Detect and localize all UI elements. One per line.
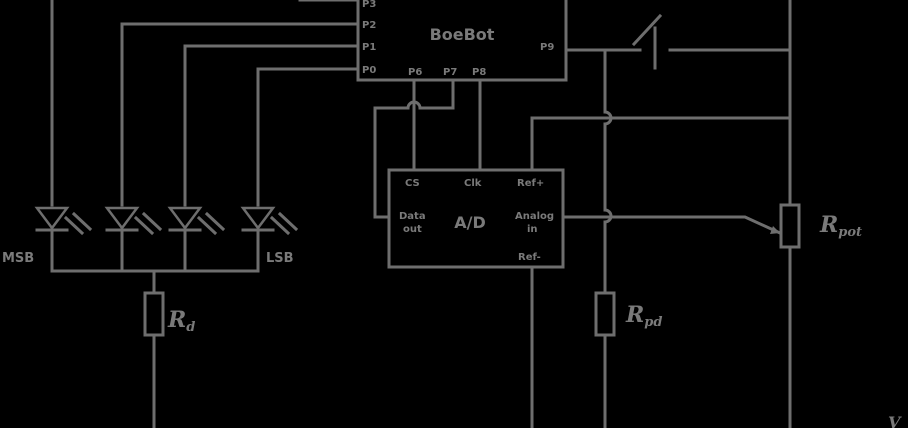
pin-p8: P8 xyxy=(472,67,486,78)
adc-title: A/D xyxy=(454,213,486,232)
pin-p1: P1 xyxy=(362,42,376,53)
led-bus-wires xyxy=(50,0,360,207)
adc-cs: CS xyxy=(405,178,420,189)
led-array xyxy=(34,206,299,273)
switch-circuit xyxy=(564,0,792,207)
pin-p6: P6 xyxy=(408,67,422,78)
adc-box xyxy=(387,168,565,269)
adc-data-label: Data xyxy=(399,211,426,222)
resistor-rd xyxy=(143,291,165,337)
resistor-rpd xyxy=(594,291,616,337)
pin-p3: P3 xyxy=(362,0,376,10)
boebot-title: BoeBot xyxy=(430,25,495,44)
pin-p2: P2 xyxy=(362,20,376,31)
boebot-adc-wires xyxy=(373,78,534,428)
led-bit2 xyxy=(104,206,163,273)
lsb-label: LSB xyxy=(266,251,294,266)
msb-label: MSB xyxy=(2,251,34,266)
rpd-label: Rpd xyxy=(625,302,662,330)
ref-plus-wire xyxy=(530,116,792,172)
pulldown-branch xyxy=(603,48,613,428)
pin-p7: P7 xyxy=(443,67,457,78)
boebot-box xyxy=(356,0,568,82)
resistor-rpot xyxy=(779,203,801,249)
pin-p0: P0 xyxy=(362,65,376,76)
led-bit1 xyxy=(167,206,226,273)
adc-analog-label: Analog xyxy=(515,211,554,222)
adc-ref-minus: Ref- xyxy=(518,252,541,263)
rpot-label: Rpot xyxy=(819,212,862,240)
led-lsb xyxy=(240,206,299,273)
pin-p9: P9 xyxy=(540,42,554,53)
wiper-arrow xyxy=(770,226,780,234)
adc-in-label: in xyxy=(527,224,538,235)
led-msb xyxy=(34,206,93,273)
adc-ref-plus: Ref+ xyxy=(517,178,544,189)
analog-in-wire xyxy=(561,215,782,235)
corner-v-label: V xyxy=(888,413,902,428)
adc-out-label: out xyxy=(403,224,422,235)
adc-clk: Clk xyxy=(464,178,482,189)
rd-label: Rd xyxy=(167,307,195,335)
